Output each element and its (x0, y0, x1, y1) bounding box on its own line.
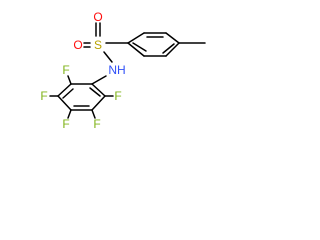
bond-ring-d (165, 42, 180, 57)
bond-c-f3 (67, 109, 72, 119)
bond-ring-f-inner (132, 42, 147, 52)
bond-pf-c (57, 95, 72, 111)
bond-pf-f (91, 83, 106, 97)
atom-fluorine-3: F (62, 117, 69, 131)
atom-fluorine-1: F (62, 63, 69, 77)
molecule-structure-diagram: O O S NH F F F F F (40, 10, 206, 131)
atom-labels: O O S NH F F F F F (40, 10, 125, 131)
atom-fluorine-2: F (40, 89, 47, 103)
bond-pf-f-inner (89, 87, 101, 97)
bond-ring-a (127, 32, 145, 44)
atom-oxygen-left: O (73, 38, 82, 52)
bond-ring-f (127, 42, 145, 57)
atom-oxygen-top: O (93, 10, 102, 24)
bond-n-ring (91, 75, 107, 85)
atom-nitrogen-h: NH (108, 63, 125, 77)
bond-c-f4 (91, 109, 96, 119)
bond-pf-b-inner (62, 88, 74, 99)
bond-s-n (103, 51, 113, 63)
atom-sulfur: S (94, 38, 102, 52)
bond-ring-d-inner (162, 43, 175, 54)
bond-ring-c (165, 32, 180, 44)
bond-pf-e (91, 95, 106, 111)
bond-pf-b (57, 83, 72, 97)
pentafluorophenyl-bonds (49, 75, 114, 119)
atom-fluorine-4: F (93, 117, 100, 131)
sulfonyl-bonds (83, 22, 129, 63)
atom-fluorine-5: F (114, 89, 121, 103)
bond-c-f1 (67, 75, 72, 85)
tolyl-ring-bonds (127, 32, 206, 57)
